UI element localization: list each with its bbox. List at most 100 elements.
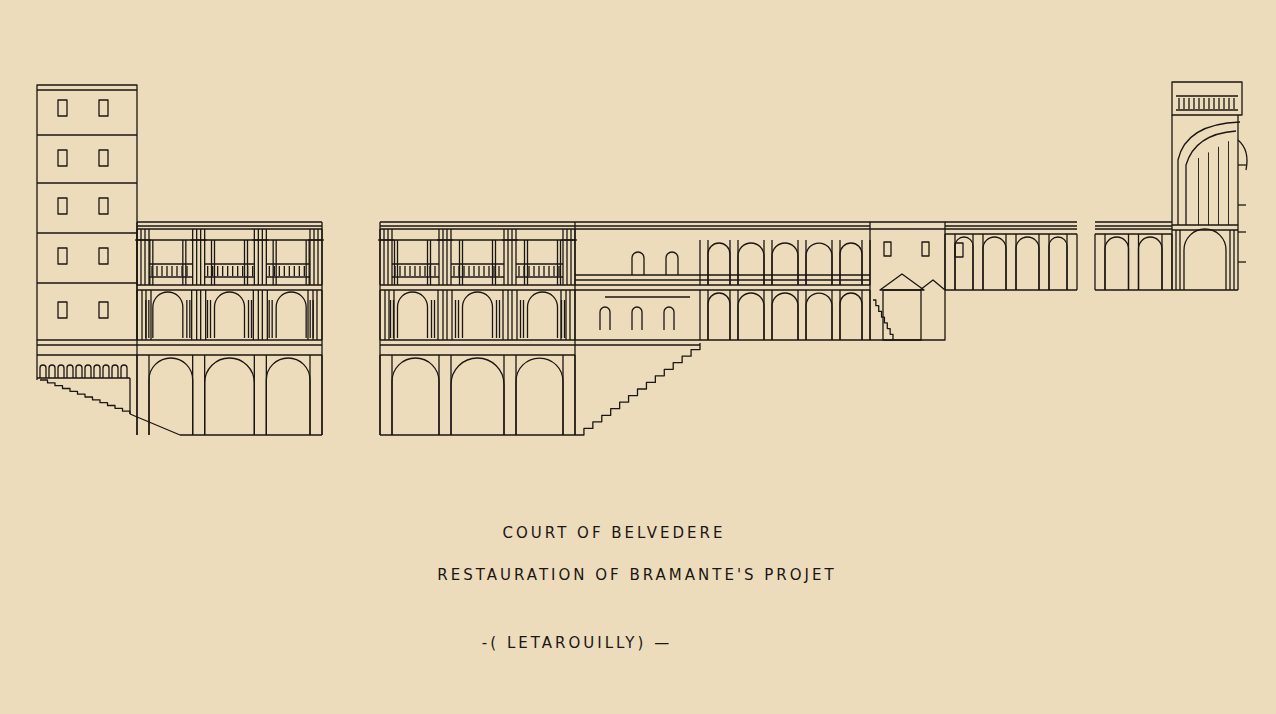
floor-band: [137, 339, 322, 340]
pilaster: [516, 290, 517, 340]
tower: [37, 85, 137, 340]
cornice: [945, 225, 1077, 226]
cornice: [945, 233, 1077, 234]
string-course: [605, 296, 690, 297]
pilaster: [316, 290, 317, 340]
floor-band: [700, 289, 870, 290]
pilaster: [564, 300, 565, 338]
floor-band: [137, 344, 322, 345]
pilaster: [446, 229, 447, 285]
pilaster: [566, 229, 567, 285]
tower-floor: [37, 232, 137, 233]
floor-band: [37, 354, 137, 355]
floor-band: [137, 284, 322, 285]
pilaster: [273, 240, 274, 285]
pilaster: [561, 300, 562, 338]
baluster: [424, 266, 425, 276]
pilaster: [507, 290, 508, 340]
baluster: [242, 266, 243, 276]
pilaster: [185, 240, 186, 285]
entablature: [137, 239, 322, 240]
pilaster: [383, 229, 384, 285]
baluster: [553, 266, 554, 276]
pilaster: [313, 300, 314, 338]
pilaster: [205, 290, 206, 340]
pilaster: [244, 240, 245, 285]
baluster: [171, 266, 172, 276]
window: [666, 252, 678, 275]
wall-edge: [379, 222, 380, 435]
pilaster: [267, 290, 268, 340]
pilaster: [430, 240, 431, 285]
small-arch: [121, 365, 127, 378]
baluster: [1228, 98, 1229, 109]
baluster: [161, 266, 162, 276]
baluster: [274, 266, 275, 276]
pilaster: [1175, 230, 1176, 290]
entablature: [380, 239, 575, 240]
balustrade: [1176, 109, 1238, 110]
baluster: [518, 266, 519, 276]
cornice: [1095, 221, 1172, 222]
baluster: [1233, 98, 1234, 109]
pilaster: [699, 290, 700, 340]
arch: [708, 243, 730, 285]
floor-band: [700, 284, 870, 285]
baluster: [222, 266, 223, 276]
arch: [840, 243, 862, 285]
pilaster: [1229, 230, 1230, 290]
cornice-tick: [1238, 231, 1246, 232]
arch: [840, 293, 862, 340]
baluster: [186, 266, 187, 276]
pilaster: [310, 300, 311, 338]
baluster: [176, 266, 177, 276]
baluster: [1208, 98, 1209, 109]
pilaster: [317, 229, 318, 285]
pilaster: [200, 229, 201, 285]
pilaster: [511, 229, 512, 285]
arch: [772, 243, 798, 285]
balustrade: [451, 276, 504, 277]
pilaster: [455, 300, 456, 338]
arch: [738, 293, 764, 340]
pilaster: [393, 290, 394, 340]
pilaster: [496, 300, 497, 338]
window: [99, 198, 108, 214]
ground-line: [180, 434, 322, 435]
cornice: [137, 221, 322, 222]
balustrade: [266, 263, 310, 264]
pilaster: [499, 300, 500, 338]
balustrade: [266, 276, 310, 277]
pilaster: [312, 290, 313, 340]
arch: [451, 358, 504, 435]
arch: [1049, 237, 1067, 290]
baluster: [304, 266, 305, 276]
pilaster: [140, 229, 141, 285]
baluster: [279, 266, 280, 276]
pilaster: [313, 229, 314, 285]
arch: [708, 293, 730, 340]
tower-floor: [37, 182, 137, 183]
tower-floor: [37, 89, 137, 90]
arch: [955, 237, 973, 290]
small-arch: [112, 365, 118, 378]
baluster: [399, 266, 400, 276]
pilaster: [262, 290, 263, 340]
arch: [983, 237, 1006, 290]
baluster: [207, 266, 208, 276]
pilaster: [560, 240, 561, 285]
aedicule: [883, 290, 921, 340]
pediment: [920, 280, 945, 290]
wall-edge: [321, 222, 322, 435]
pilaster: [699, 240, 700, 285]
pilaster: [569, 290, 570, 340]
baluster: [284, 266, 285, 276]
pilaster: [211, 240, 212, 285]
pilaster: [442, 290, 443, 340]
arch: [149, 358, 193, 435]
cornice: [380, 221, 575, 222]
floor-band: [700, 339, 870, 340]
pilaster: [196, 229, 197, 285]
stairs: [873, 300, 893, 340]
pilaster: [446, 290, 447, 340]
